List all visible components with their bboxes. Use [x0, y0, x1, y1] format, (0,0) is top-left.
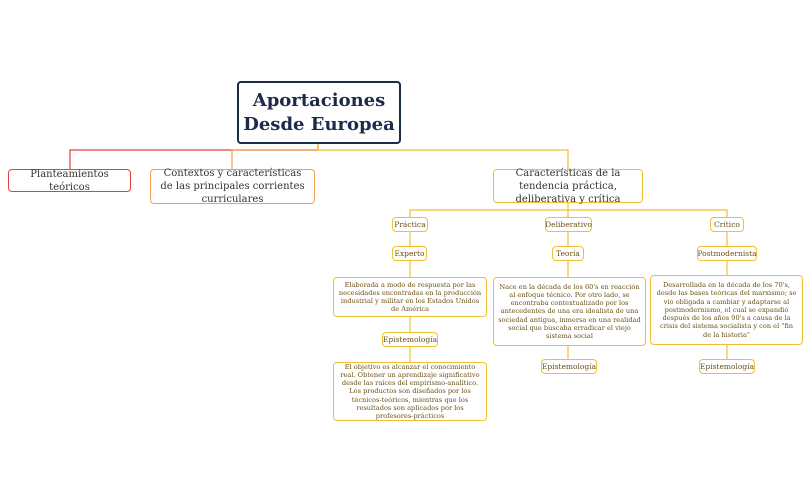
node-contextos-label: Contextos y características de las princ… [160, 168, 305, 205]
node-practica-desc[interactable]: Elaborada a modo de respuesta por las ne… [333, 277, 487, 317]
node-contextos[interactable]: Contextos y características de las princ… [150, 168, 315, 205]
node-practica[interactable]: Práctica [392, 217, 428, 232]
node-deliberativo[interactable]: Deliberativo [545, 217, 592, 232]
node-critico-desc[interactable]: Desarrollada en la década de los 70's, d… [650, 275, 803, 345]
node-teoria[interactable]: Teoría [552, 246, 584, 261]
root-title-line2: Desde Europea [243, 113, 395, 135]
node-practica-desc-text: Elaborada a modo de respuesta por las ne… [338, 280, 482, 314]
node-practica-label: Práctica [394, 220, 426, 229]
node-critico-epistemologia-label: Epistemología [699, 362, 755, 371]
node-deliberativo-desc[interactable]: Nace en la década de los 60's en reacció… [493, 277, 646, 346]
node-critico-epistemologia[interactable]: Epistemología [699, 359, 755, 374]
node-deliberativo-epistemologia-label: Epistemología [541, 362, 597, 371]
node-planteamientos-label: Planteamientos teóricos [30, 168, 109, 193]
node-practica-epistemologia-label: Epistemología [382, 335, 438, 344]
node-teoria-label: Teoría [556, 249, 580, 258]
connector-root-planteamientos [69, 144, 319, 169]
node-postmodernista-label: Postmodernista [697, 249, 757, 258]
node-critico-desc-text: Desarrollada en la década de los 70's, d… [656, 281, 797, 339]
node-practica-epist-desc[interactable]: El objetivo es alcanzar el conocimiento … [333, 362, 487, 421]
node-experto-label: Experto [394, 249, 425, 258]
node-postmodernista[interactable]: Postmodernista [697, 246, 757, 261]
root-title-line1: Aportaciones [252, 89, 386, 111]
root-node[interactable]: Aportaciones Desde Europea [237, 81, 401, 144]
connector-caracteristicas-children [409, 203, 728, 217]
node-practica-epistemologia[interactable]: Epistemología [382, 332, 438, 347]
node-caracteristicas-label: Características de la tendencia práctica… [515, 167, 621, 205]
node-deliberativo-label: Deliberativo [545, 220, 592, 229]
node-critico[interactable]: Crítico [710, 217, 744, 232]
node-critico-label: Crítico [714, 220, 740, 229]
node-caracteristicas[interactable]: Características de la tendencia práctica… [493, 167, 643, 205]
node-planteamientos[interactable]: Planteamientos teóricos [8, 168, 131, 193]
connector-root-caracteristicas [317, 144, 569, 169]
node-deliberativo-epistemologia[interactable]: Epistemología [541, 359, 597, 374]
node-experto[interactable]: Experto [392, 246, 427, 261]
node-deliberativo-desc-text: Nace en la década de los 60's en reacció… [498, 282, 641, 340]
node-practica-epist-desc-text: El objetivo es alcanzar el conocimiento … [340, 362, 480, 421]
connector-root-contextos [231, 144, 319, 169]
